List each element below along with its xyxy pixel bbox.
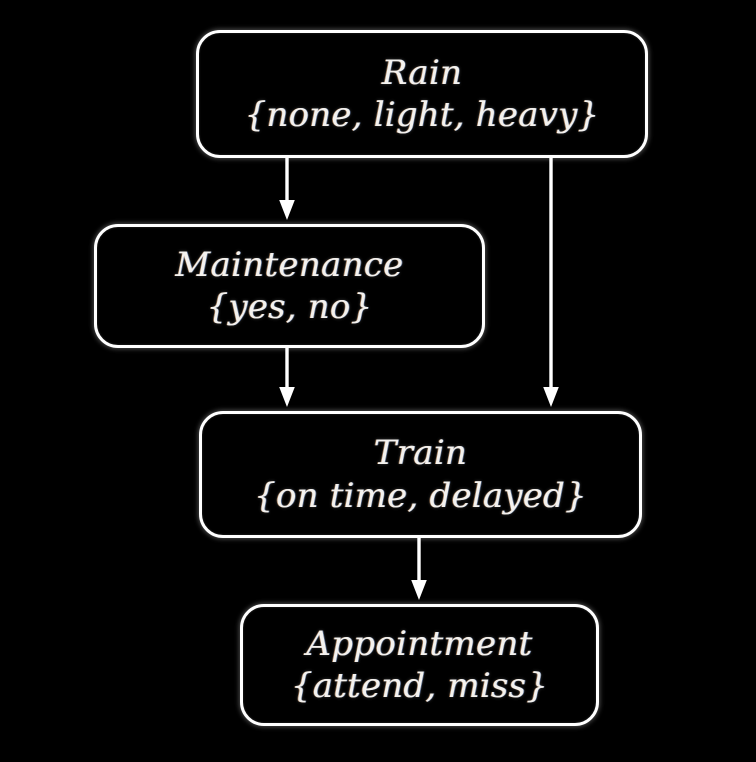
node-appointment[interactable]: Appointment {attend, miss}: [240, 604, 599, 726]
edge-rain-to-maintenance: [273, 158, 301, 222]
node-rain-states: {none, light, heavy}: [244, 95, 600, 135]
node-maintenance[interactable]: Maintenance {yes, no}: [94, 224, 485, 348]
node-appointment-title: Appointment: [306, 623, 533, 664]
node-rain[interactable]: Rain {none, light, heavy}: [196, 30, 648, 158]
edge-rain-to-train: [537, 158, 565, 409]
node-train-states: {on time, delayed}: [254, 475, 587, 516]
edge-maintenance-to-train: [273, 348, 301, 409]
node-rain-title: Rain: [381, 52, 463, 93]
node-maintenance-title: Maintenance: [175, 244, 404, 285]
node-maintenance-states: {yes, no}: [206, 287, 373, 327]
edge-train-to-appointment: [405, 538, 433, 602]
node-train[interactable]: Train {on time, delayed}: [199, 411, 642, 538]
node-appointment-states: {attend, miss}: [290, 666, 549, 706]
node-train-title: Train: [373, 433, 468, 474]
